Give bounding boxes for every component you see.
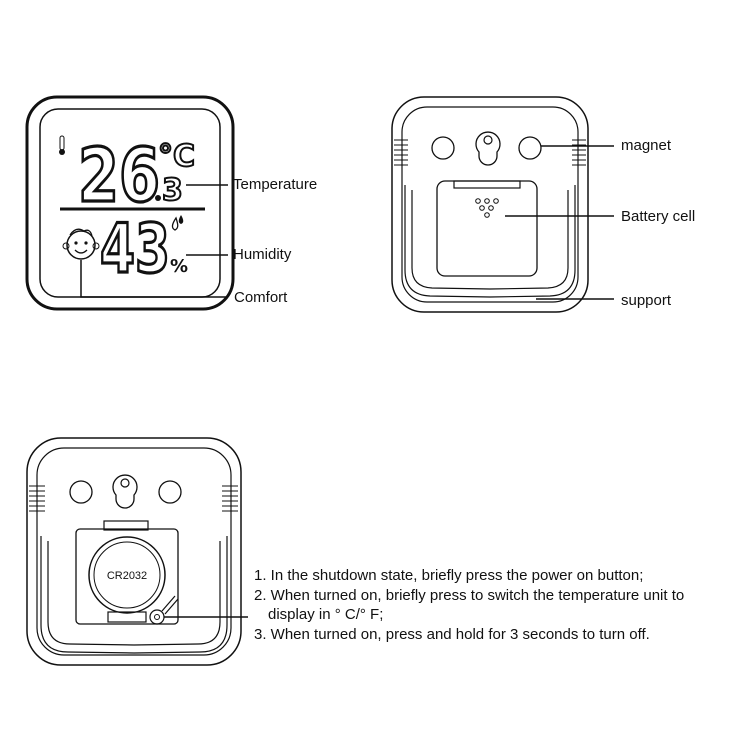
battery-cover [436,180,538,277]
right-support-arm [489,185,576,298]
coin-battery [88,536,166,614]
comfort-label: Comfort [234,289,288,306]
open-left-magnet [69,480,93,504]
open-keyhole-icon [112,474,138,509]
decimal-point [155,195,161,201]
comfort-leader-line [80,260,228,298]
left-vent [394,139,408,166]
droplet-icon [171,215,184,231]
power-button[interactable] [149,595,179,625]
instruction-step: 2. When turned on, briefly press to swit… [254,586,685,604]
left-magnet [431,136,455,160]
instructions-list: 1. In the shutdown state, briefly press … [254,566,734,644]
humidity-label: Humidity [233,246,292,263]
battery-compartment [75,528,179,625]
open-right-magnet [158,480,182,504]
open-back-device: CR2032 [26,437,242,666]
humidity-reading: 43 [100,210,170,289]
magnet-label: magnet [621,137,672,154]
left-support-arm [404,185,491,298]
keyhole-icon [475,131,501,166]
battery-cell-label: Battery cell [621,208,696,225]
smiley-face-icon [62,228,100,260]
instruction-step: 1. In the shutdown state, briefly press … [254,567,644,584]
instruction-step: 3. When turned on, press and hold for 3 … [254,625,650,643]
right-vent [572,139,586,166]
temperature-label: Temperature [233,176,318,193]
support-label: support [621,292,672,309]
instruction-step: display in ° C/° F; [268,606,384,623]
back-view-device [391,96,589,313]
thermometer-icon [59,135,65,155]
right-magnet [518,136,542,160]
front-view-device: 26 °C 3 43 % [25,95,235,311]
battery-model-label: CR2032 [107,570,147,582]
battery-cover-dots [475,198,499,218]
temperature-reading: 26 [78,133,160,219]
temperature-unit: °C [158,139,195,174]
temperature-decimal: 3 [162,173,183,208]
open-left-vent [29,485,45,512]
open-right-vent [222,485,238,512]
humidity-unit: % [170,256,188,277]
